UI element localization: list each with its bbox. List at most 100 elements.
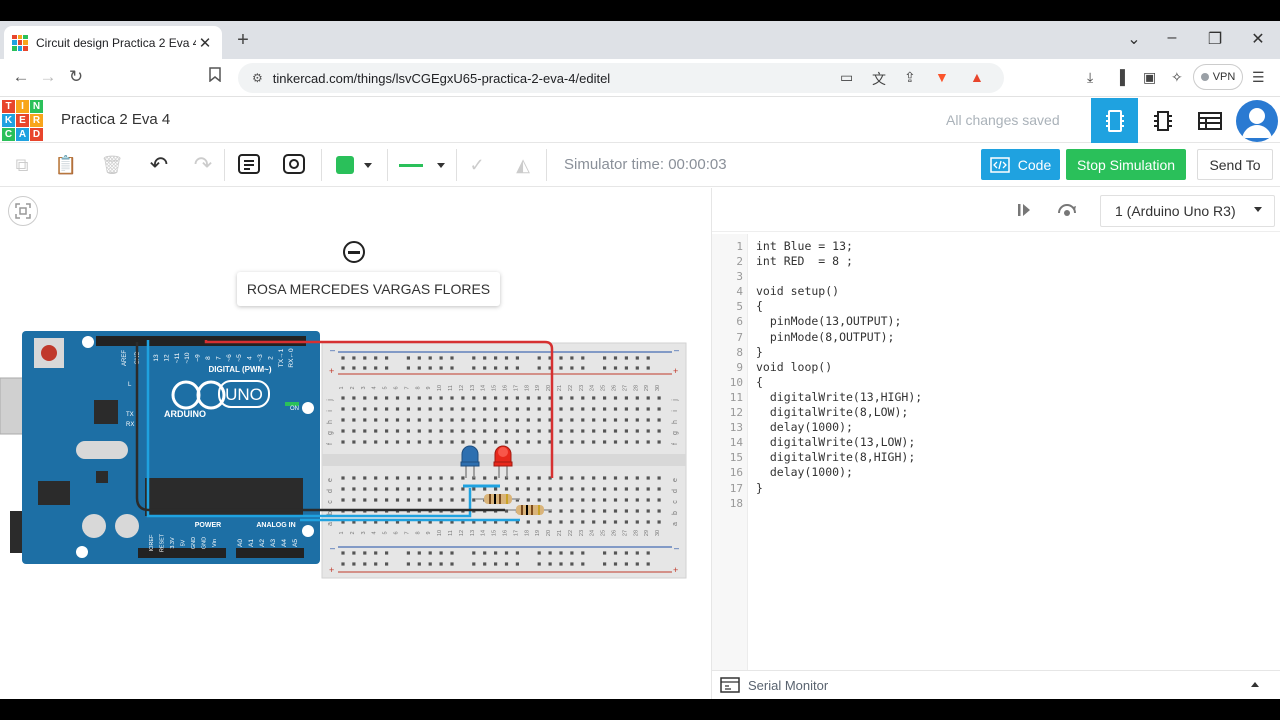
breadboard-hole[interactable] (537, 407, 541, 411)
breadboard-hole[interactable] (504, 429, 509, 433)
breadboard-hole[interactable] (624, 429, 628, 433)
breadboard-hole[interactable] (428, 562, 432, 566)
breadboard-hole[interactable] (635, 356, 639, 360)
breadboard-hole[interactable] (559, 366, 563, 370)
breadboard-hole[interactable] (559, 498, 563, 502)
breadboard-hole[interactable] (559, 429, 563, 433)
breadboard-hole[interactable] (646, 498, 650, 502)
breadboard-hole[interactable] (624, 551, 628, 555)
component-list-button[interactable] (1186, 98, 1233, 143)
breadboard-hole[interactable] (395, 429, 400, 433)
breadboard-hole[interactable] (526, 498, 530, 502)
breadboard-hole[interactable] (494, 440, 498, 444)
breadboard-hole[interactable] (374, 498, 378, 502)
breadboard-hole[interactable] (406, 396, 410, 400)
breadboard-hole[interactable] (504, 396, 509, 400)
breadboard-hole[interactable] (548, 498, 552, 502)
sidebar-icon[interactable]: ▐ (1115, 69, 1125, 85)
breadboard-hole[interactable] (537, 440, 541, 444)
breadboard-hole[interactable] (341, 551, 345, 555)
breadboard-hole[interactable] (483, 407, 487, 411)
breadboard-hole[interactable] (548, 520, 552, 524)
breadboard-hole[interactable] (450, 356, 454, 360)
breadboard-hole[interactable] (395, 487, 400, 491)
breadboard-hole[interactable] (395, 396, 400, 400)
breadboard-hole[interactable] (635, 562, 639, 566)
breadboard-hole[interactable] (385, 476, 389, 480)
breadboard-hole[interactable] (472, 366, 476, 370)
breadboard-hole[interactable] (439, 429, 443, 433)
schematic-view-button[interactable] (1139, 98, 1186, 143)
breadboard-hole[interactable] (461, 440, 465, 444)
breadboard-hole[interactable] (374, 562, 378, 566)
breadboard-hole[interactable] (624, 366, 628, 370)
breadboard-hole[interactable] (374, 418, 378, 422)
flip-icon[interactable]: ◭ (516, 154, 530, 175)
breadboard-hole[interactable] (428, 487, 432, 491)
breadboard-hole[interactable] (537, 487, 541, 491)
breadboard-hole[interactable] (483, 562, 487, 566)
breadboard-hole[interactable] (603, 498, 607, 502)
breadboard-hole[interactable] (472, 429, 476, 433)
breadboard-hole[interactable] (592, 396, 596, 400)
breadboard-hole[interactable] (428, 366, 432, 370)
led-blue[interactable] (460, 445, 480, 478)
breadboard-hole[interactable] (581, 418, 585, 422)
breadboard-hole[interactable] (624, 418, 628, 422)
undo-icon[interactable]: ↶ (149, 152, 169, 177)
breadboard-hole[interactable] (603, 366, 607, 370)
breadboard-hole[interactable] (646, 407, 650, 411)
breadboard-hole[interactable] (374, 429, 378, 433)
breadboard-hole[interactable] (341, 356, 345, 360)
breadboard-hole[interactable] (624, 498, 628, 502)
breadboard-hole[interactable] (450, 418, 454, 422)
breadboard-hole[interactable] (548, 407, 552, 411)
code-line[interactable]: delay(1000); (756, 465, 853, 480)
forward-icon[interactable]: → (39, 67, 57, 86)
breadboard-hole[interactable] (592, 418, 596, 422)
breadboard-hole[interactable] (603, 440, 607, 444)
breadboard-hole[interactable] (385, 396, 389, 400)
breadboard-hole[interactable] (613, 498, 618, 502)
breadboard-hole[interactable] (363, 396, 367, 400)
breadboard-hole[interactable] (494, 551, 498, 555)
breadboard-hole[interactable] (428, 418, 432, 422)
breadboard-hole[interactable] (341, 498, 345, 502)
breadboard-hole[interactable] (624, 476, 628, 480)
breadboard-hole[interactable] (374, 356, 378, 360)
breadboard-hole[interactable] (646, 366, 650, 370)
breadboard-hole[interactable] (406, 487, 410, 491)
breadboard-hole[interactable] (450, 498, 454, 502)
breadboard-hole[interactable] (570, 366, 574, 370)
circuit-workspace[interactable]: ROSA MERCEDES VARGAS FLORES (0, 188, 711, 699)
breadboard-hole[interactable] (483, 429, 487, 433)
breadboard-hole[interactable] (537, 429, 541, 433)
breadboard-hole[interactable] (352, 562, 356, 566)
cast-icon[interactable]: ▭ (840, 69, 854, 85)
breadboard-hole[interactable] (592, 440, 596, 444)
breadboard-hole[interactable] (385, 440, 389, 444)
breadboard-hole[interactable] (526, 476, 530, 480)
breadboard-hole[interactable] (363, 429, 367, 433)
breadboard-hole[interactable] (483, 366, 487, 370)
breadboard-hole[interactable] (624, 396, 628, 400)
breadboard-hole[interactable] (450, 476, 454, 480)
breadboard-hole[interactable] (385, 551, 389, 555)
breadboard-hole[interactable] (341, 520, 345, 524)
breadboard-hole[interactable] (439, 562, 443, 566)
breadboard-hole[interactable] (483, 356, 487, 360)
breadboard-hole[interactable] (603, 396, 607, 400)
breadboard-hole[interactable] (581, 429, 585, 433)
new-tab-icon[interactable]: + (237, 29, 249, 51)
breadboard-hole[interactable] (526, 487, 530, 491)
breadboard-hole[interactable] (581, 487, 585, 491)
breadboard-hole[interactable] (548, 396, 552, 400)
breadboard-hole[interactable] (635, 407, 639, 411)
breadboard-hole[interactable] (417, 396, 421, 400)
breadboard-hole[interactable] (548, 509, 552, 513)
breadboard-hole[interactable] (417, 440, 421, 444)
breadboard-hole[interactable] (352, 418, 356, 422)
breadboard-hole[interactable] (363, 356, 367, 360)
breadboard-hole[interactable] (450, 562, 454, 566)
arduino-uno-board[interactable]: UNO ARDUINO DIGITAL (PWM~) POWER ANALOG … (0, 331, 320, 564)
